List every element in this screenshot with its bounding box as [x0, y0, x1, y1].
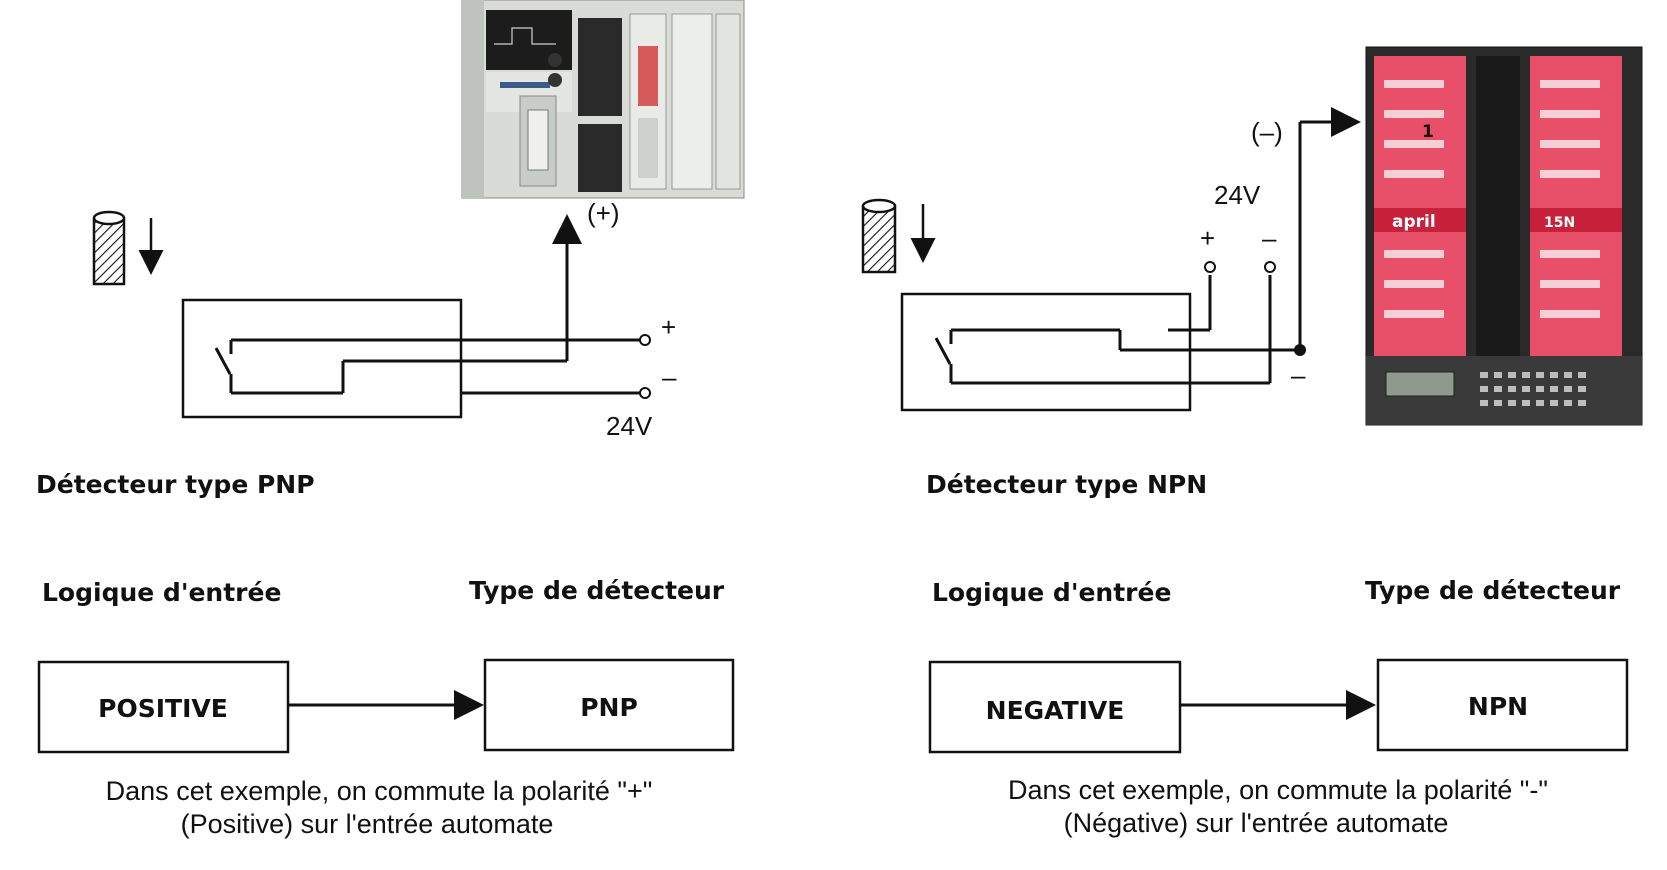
target-object-right — [861, 198, 897, 274]
plus-label-left: + — [661, 312, 676, 342]
terminal-plus-left — [639, 334, 651, 346]
minus-label-right: – — [1262, 223, 1277, 253]
terminal-minus-right — [1264, 261, 1276, 273]
terminal-minus-left — [639, 387, 651, 399]
npn-internal-wiring — [934, 107, 1361, 385]
caption-left-line1: Dans cet exemple, on commute la polarité… — [106, 776, 653, 806]
plc-slot-number: 1 — [1422, 122, 1434, 142]
logic-heading-left: Logique d'entrée — [42, 578, 281, 607]
type-box-npn — [1376, 658, 1629, 752]
target-object-left — [92, 210, 126, 286]
voltage-label-right: 24V — [1214, 180, 1261, 210]
plc-modicon-photo — [461, 0, 745, 199]
detector-title-pnp: Détecteur type PNP — [36, 470, 315, 499]
plc-april-photo: april 15N 1 — [1365, 46, 1643, 426]
logic-heading-right: Logique d'entrée — [932, 578, 1171, 607]
detector-title-npn: Détecteur type NPN — [926, 470, 1207, 499]
voltage-label-left: 24V — [606, 411, 653, 441]
type-heading-left: Type de détecteur — [469, 576, 725, 605]
type-box-pnp — [483, 658, 735, 752]
type-box-npn-label: NPN — [1468, 692, 1528, 721]
plc-terminal-label-left: (+) — [587, 198, 620, 228]
plus-label-right: + — [1200, 223, 1215, 253]
junction-dot — [1294, 344, 1306, 356]
lower-minus-label-right: – — [1291, 360, 1306, 390]
plc-terminal-label-right: (–) — [1251, 117, 1283, 147]
logic-box-negative — [928, 660, 1182, 754]
type-heading-right: Type de détecteur — [1365, 576, 1621, 605]
logic-box-positive — [37, 660, 290, 754]
pnp-internal-wiring — [214, 214, 641, 395]
detector-box-pnp — [181, 298, 463, 419]
caption-left-line2: (Positive) sur l'entrée automate — [181, 809, 554, 839]
logic-box-negative-label: NEGATIVE — [986, 696, 1125, 725]
detector-box-npn — [900, 292, 1192, 412]
caption-right-line1: Dans cet exemple, on commute la polarité… — [1008, 775, 1548, 805]
plc-brand: april — [1392, 212, 1436, 232]
terminal-plus-right — [1204, 261, 1216, 273]
plc-model: 15N — [1544, 215, 1575, 231]
minus-label-left: – — [662, 362, 677, 392]
type-box-pnp-label: PNP — [580, 693, 638, 722]
logic-box-positive-label: POSITIVE — [98, 694, 228, 723]
caption-right-line2: (Négative) sur l'entrée automate — [1064, 808, 1449, 838]
